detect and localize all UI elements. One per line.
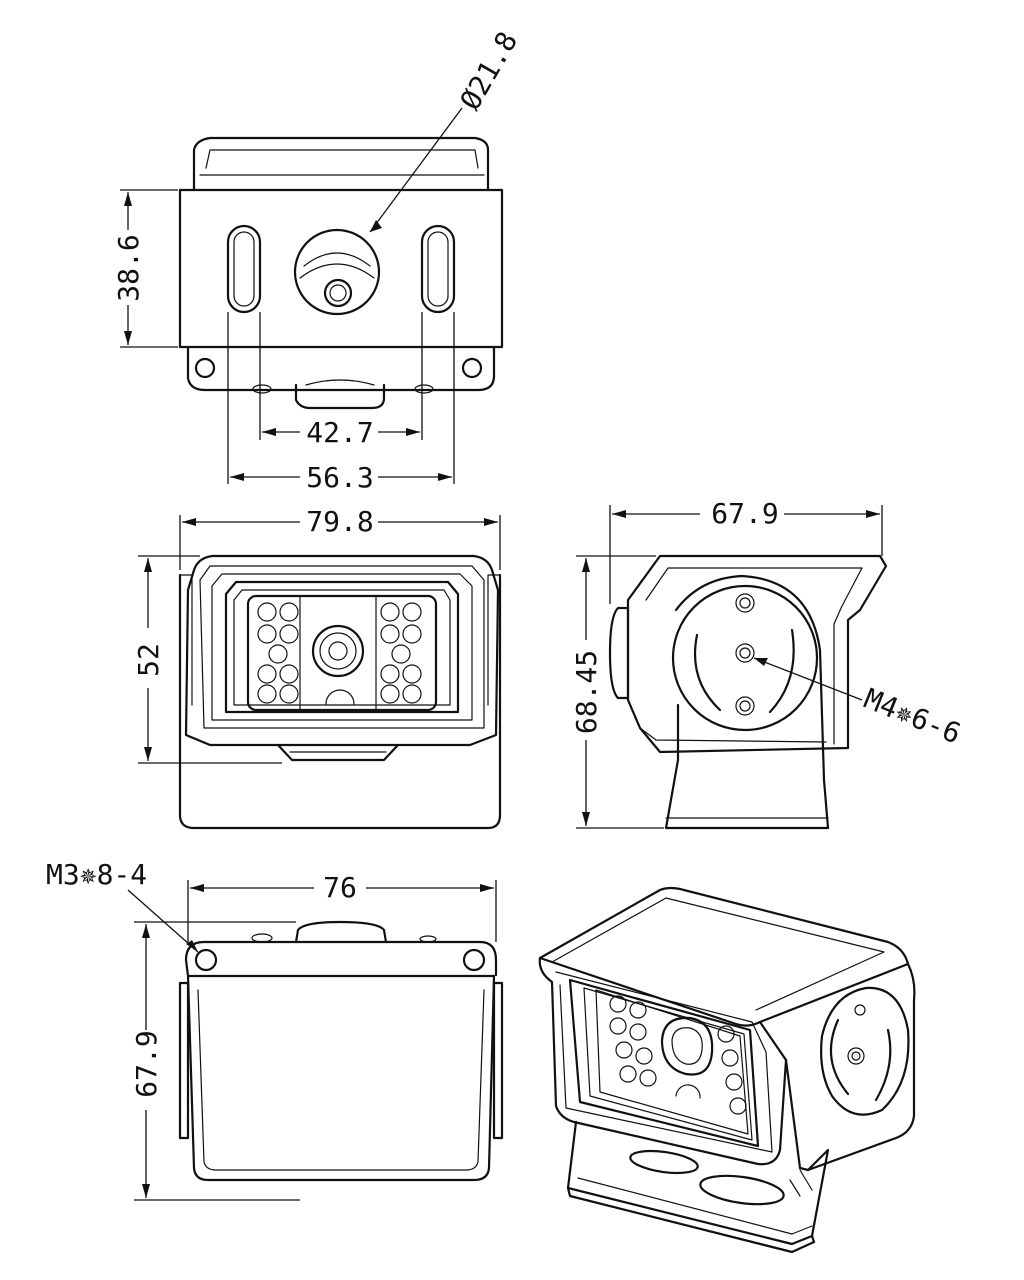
label-front-width: 79.8 <box>306 505 373 538</box>
label-front-height: 52 <box>132 643 165 677</box>
led-array-right <box>380 602 422 704</box>
top-view <box>120 107 504 484</box>
label-lens-diameter: Ø21.8 <box>453 26 524 116</box>
bottom-view <box>127 880 504 1201</box>
side-view <box>576 505 888 830</box>
label-side-screw: M4✵6-6 <box>859 682 965 750</box>
led-array-left <box>257 602 299 704</box>
label-bottom-width: 76 <box>323 871 357 904</box>
label-side-height: 68.45 <box>570 650 603 734</box>
isometric-view <box>538 886 916 1254</box>
iso-led-left <box>609 995 657 1087</box>
label-bottom-screw: M3✵8-4 <box>46 858 147 891</box>
label-bottom-height: 67.9 <box>130 1030 163 1097</box>
iso-led-right <box>717 1025 747 1115</box>
label-slot-outer: 56.3 <box>306 461 373 494</box>
label-slot-spacing: 42.7 <box>306 416 373 449</box>
label-top-height: 38.6 <box>112 234 145 301</box>
front-view <box>138 515 502 830</box>
label-side-width: 67.9 <box>711 497 778 530</box>
